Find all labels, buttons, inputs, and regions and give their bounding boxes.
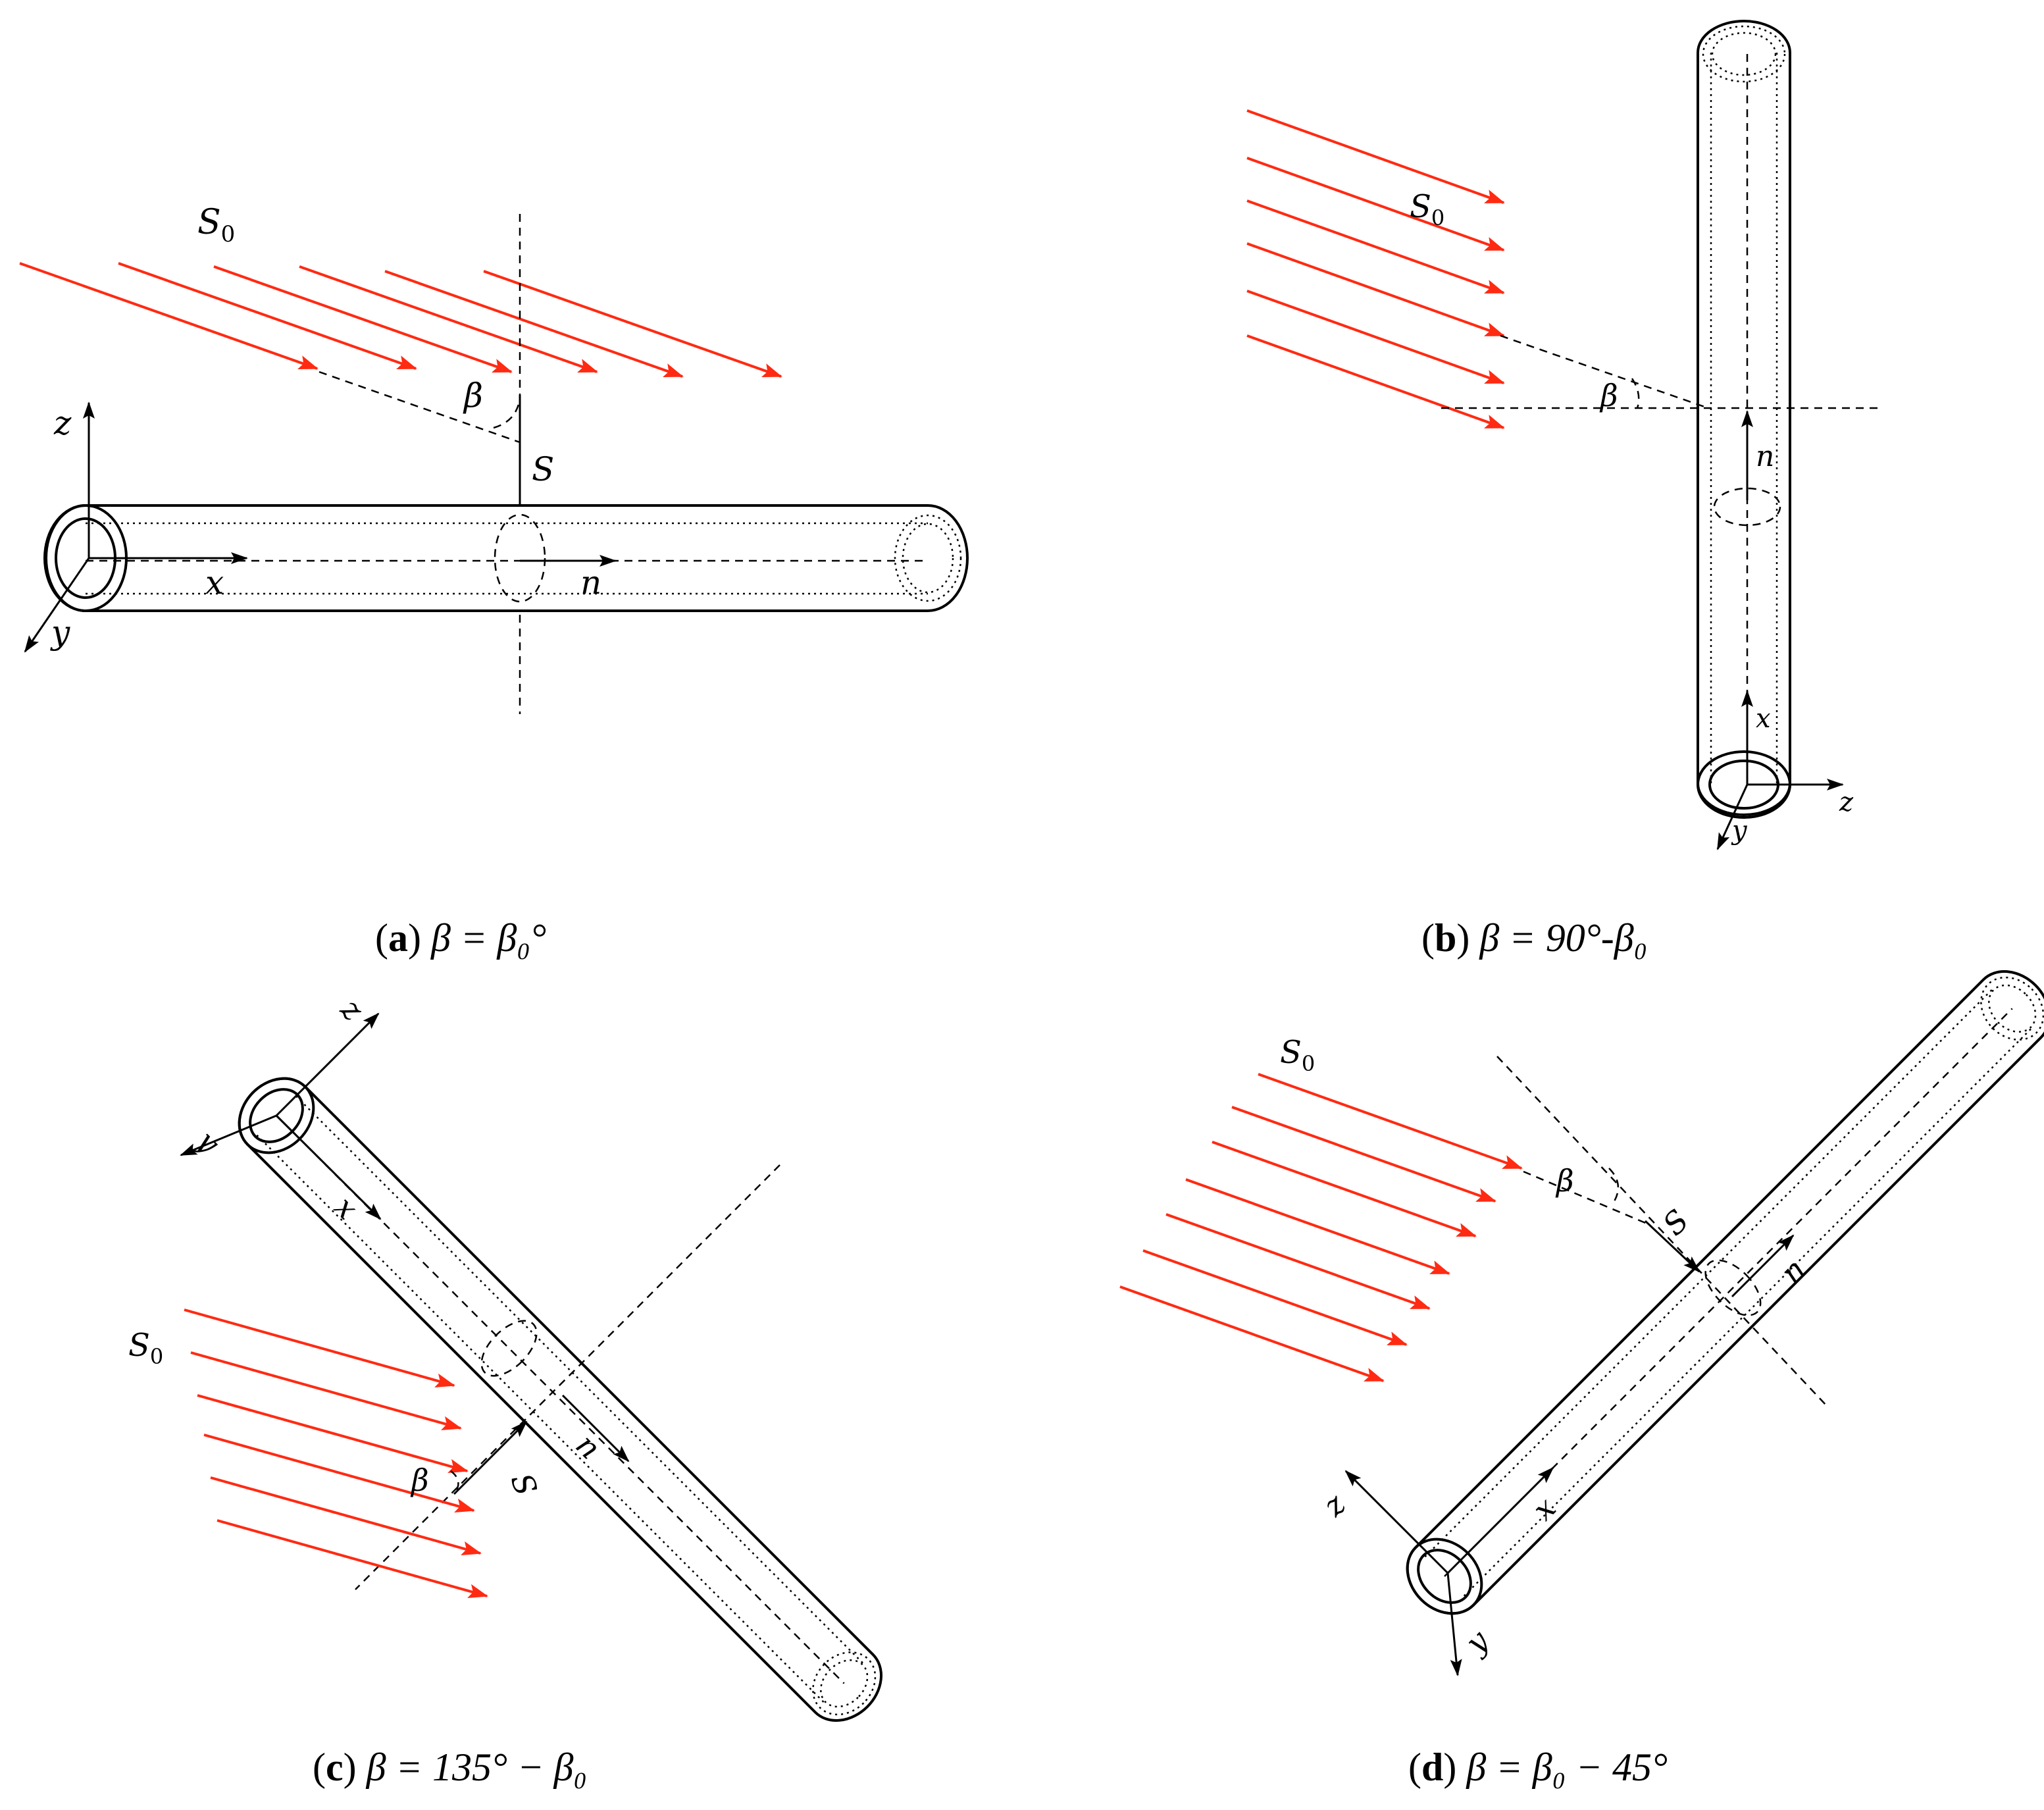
solar-rays: [1119, 1073, 1523, 1382]
s-vector-arrow: [1644, 1220, 1700, 1273]
pipe-vertical: [1697, 20, 1791, 819]
y-axis-label: y: [189, 1122, 228, 1161]
n-vector-arrow: [561, 1394, 630, 1462]
panel-c: z y x S0 β S n (c) β = 135° − β₀: [128, 991, 882, 1789]
solar-rays: [184, 1308, 488, 1599]
ray-extension-line: [1500, 334, 1705, 408]
beta-label: β: [1555, 1163, 1574, 1199]
normal-reference-line: [355, 1164, 780, 1590]
y-axis-label: y: [1458, 1622, 1496, 1661]
s-label: S: [532, 450, 554, 488]
solar-rays: [1246, 109, 1505, 429]
s-vector-arrow: [453, 1420, 528, 1495]
z-axis: [1344, 1470, 1449, 1574]
beta-angle-arc: [493, 398, 521, 429]
caption-a: (a) β = β₀°: [375, 916, 546, 960]
beta-angle-arc: [450, 1470, 459, 1495]
s-label: S: [503, 1468, 544, 1500]
pipe-horizontal: [43, 504, 969, 612]
y-axis: [24, 557, 90, 653]
cross-section-ellipse: [1704, 1259, 1762, 1316]
y-axis: [1716, 784, 1749, 850]
caption-b: (b) β = 90°-β₀: [1421, 916, 1647, 960]
beta-label: β: [410, 1462, 429, 1498]
beta-label: β: [1599, 378, 1618, 413]
s0-label: S0: [197, 203, 235, 247]
beta-angle-arc: [1631, 378, 1640, 409]
caption-c: (c) β = 135° − β₀: [313, 1745, 587, 1789]
n-label: n: [580, 563, 601, 602]
z-axis: [275, 1012, 380, 1117]
beta-label: β: [463, 376, 483, 415]
y-axis-label: y: [50, 613, 70, 652]
z-axis-label: z: [1316, 1486, 1353, 1524]
x-axis-label: x: [205, 563, 224, 602]
ray-extension-line: [1523, 1170, 1649, 1226]
s0-label: S0: [128, 1327, 163, 1369]
caption-d: (d) β = β₀ − 45°: [1408, 1745, 1668, 1789]
s0-label: S0: [1410, 188, 1444, 230]
cross-section-ellipse: [1713, 487, 1781, 527]
solar-rays: [19, 262, 782, 378]
pipe-diagonal-up: [1406, 970, 2044, 1615]
panel-d: S0 β S n x z y (d) β = β₀ − 45°: [1119, 970, 2044, 1789]
panel-a: S0 β S z x y n (a) β = β₀°: [19, 203, 969, 960]
x-axis: [275, 1114, 382, 1220]
normal-reference-line: [1496, 1056, 1827, 1406]
z-axis-label: z: [53, 404, 72, 442]
z-axis-label: z: [334, 991, 371, 1028]
beta-angle-arc: [1608, 1168, 1620, 1205]
n-label: n: [1756, 440, 1774, 473]
cross-section-ellipse: [480, 1320, 538, 1377]
x-axis: [1446, 1466, 1554, 1574]
cross-section-ellipse: [494, 513, 546, 603]
s0-label: S0: [1280, 1034, 1315, 1076]
y-axis: [180, 1114, 277, 1156]
panel-b: S0 β n x z y (b) β = 90°-β₀: [1246, 20, 1879, 960]
n-vector-arrow: [1731, 1234, 1795, 1298]
y-axis: [1446, 1572, 1462, 1676]
z-axis-label: z: [1839, 787, 1854, 817]
x-axis-label: x: [1756, 704, 1771, 734]
ray-extension-line: [319, 371, 521, 444]
y-axis-label: y: [1731, 815, 1748, 846]
